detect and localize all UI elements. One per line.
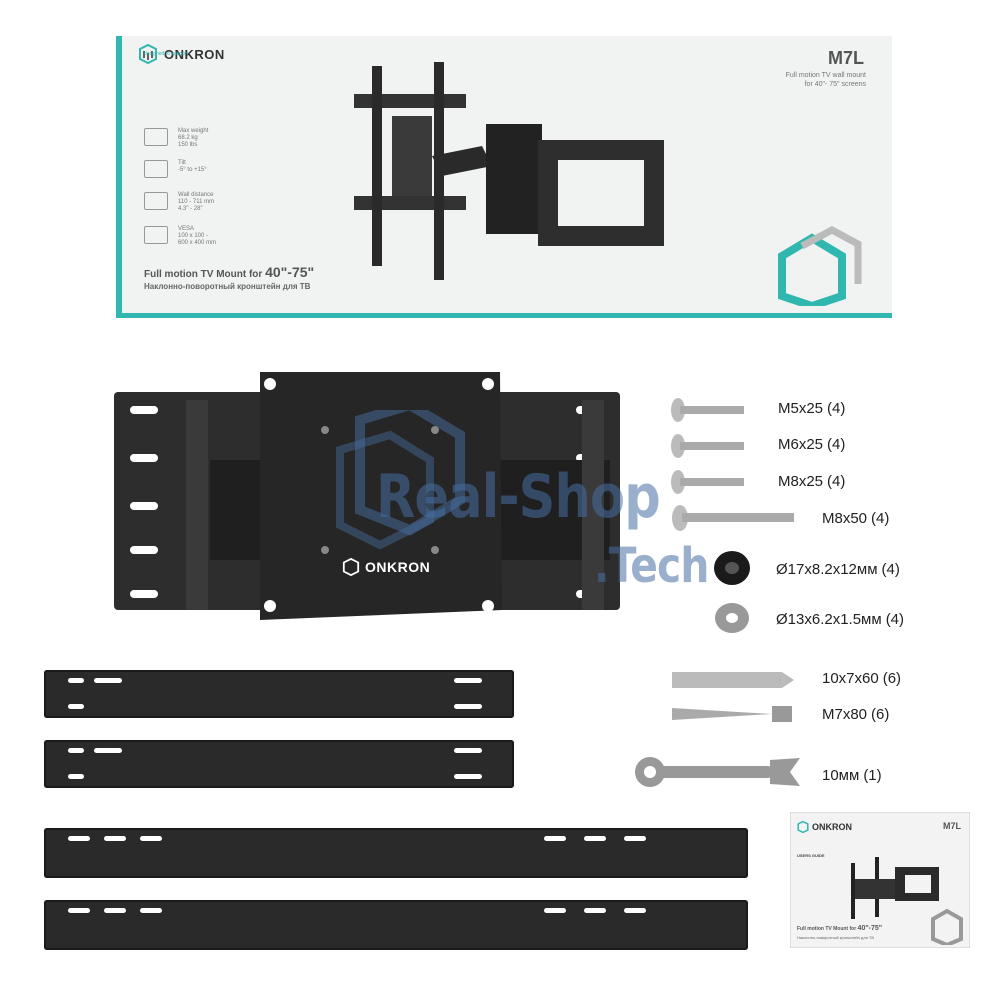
manual-logo: ONKRON [797, 821, 852, 833]
part-name: M8x25 [778, 473, 824, 490]
weight-icon [144, 128, 168, 146]
watermark-line1: Real-Shop [376, 462, 661, 532]
part-qty: (4) [827, 400, 846, 417]
box-title-prefix: Full motion TV Mount for [144, 269, 263, 280]
arm-assembly-photo [114, 372, 620, 620]
short-rail-1 [44, 670, 514, 718]
manual-illustration [851, 857, 939, 919]
spec-text: Max weight 68.2 kg 150 lbs [178, 128, 209, 148]
part-qty: (4) [885, 611, 905, 628]
box-logo: ONKRON [138, 44, 225, 64]
manual-brand: ONKRON [812, 822, 852, 832]
long-rail-2 [44, 900, 748, 950]
manual-model: M7L [943, 821, 961, 831]
spec-vesa: VESA 100 x 100 - 600 x 400 mm [144, 226, 264, 247]
product-box: ONKRON designed to support M7L Full moti… [116, 36, 892, 318]
short-rail-2 [44, 740, 514, 788]
manual-big-logo-icon [931, 908, 963, 945]
part-name: 10x7x60 [822, 670, 879, 687]
part-name: M6x25 [778, 436, 824, 453]
spec-wall-distance: Wall distance 110 - 711 mm 4.3" - 28" [144, 192, 264, 213]
part-label-m5x25: M5x25(4) [778, 400, 845, 417]
box-title-size: 40"-75" [265, 264, 315, 280]
part-name: M7x80 [822, 706, 868, 723]
part-name: Ø13x6.2x1.5мм [776, 611, 882, 628]
manual-title-prefix: Full motion TV Mount for [797, 926, 857, 932]
part-qty: (6) [871, 706, 890, 723]
spec-text: Wall distance 110 - 711 mm 4.3" - 28" [178, 192, 215, 212]
vesa-icon [144, 226, 168, 244]
part-label-lag-bolt: M7x80(6) [822, 706, 889, 723]
spacer-washer-illustration [714, 551, 750, 633]
wall-distance-icon [144, 192, 168, 210]
part-label-washer: Ø13x6.2x1.5мм(4) [776, 611, 904, 628]
box-brand: ONKRON [164, 46, 225, 62]
anchor-bolt-wrench-illustration [635, 672, 800, 787]
spec-text: Tilt -5° to +15° [178, 160, 207, 173]
onkron-logo-icon [797, 821, 809, 833]
part-qty: (4) [871, 510, 890, 527]
part-label-wrench: 10мм(1) [822, 767, 882, 784]
part-name: M5x25 [778, 400, 824, 417]
box-mount-illustration [354, 62, 664, 280]
spec-tilt: Tilt -5° to +15° [144, 160, 264, 178]
part-qty: (4) [827, 436, 846, 453]
manual-title: Full motion TV Mount for 40"-75" [797, 925, 882, 932]
box-title: Full motion TV Mount for 40"-75" [144, 264, 314, 280]
part-label-m6x25: M6x25(4) [778, 436, 845, 453]
tilt-icon [144, 160, 168, 178]
spec-weight: Max weight 68.2 kg 150 lbs [144, 128, 264, 149]
onkron-logo-icon [342, 558, 360, 576]
part-name: M8x50 [822, 510, 868, 527]
part-qty: (4) [881, 561, 900, 578]
watermark-line2: .Tech [594, 538, 709, 594]
plate-logo: ONKRON [342, 558, 430, 576]
watermark-hex-icon [336, 410, 465, 550]
plate-brand: ONKRON [365, 559, 431, 575]
screws-illustration [671, 398, 794, 531]
part-name: Ø17x8.2x12мм [776, 561, 878, 578]
part-qty: (1) [863, 767, 882, 784]
part-label-m8x25: M8x25(4) [778, 473, 845, 490]
part-qty: (4) [827, 473, 846, 490]
part-label-m8x50: M8x50(4) [822, 510, 889, 527]
onkron-logo-icon [139, 44, 157, 64]
box-description: Full motion TV wall mount for 40"- 75" s… [785, 72, 866, 88]
part-name: 10мм [822, 767, 860, 784]
manual-title-size: 40"-75" [857, 925, 883, 932]
part-label-spacer: Ø17x8.2x12мм(4) [776, 561, 900, 578]
long-rail-1 [44, 828, 748, 878]
box-tagline: designed to support [144, 51, 188, 57]
manual-subtitle: Наклонно-поворотный кронштейн для ТВ [797, 935, 875, 940]
user-manual: ONKRON M7L USERS GUIDE Full motion TV Mo… [790, 812, 970, 948]
part-label-anchor: 10x7x60(6) [822, 670, 901, 687]
box-model: M7L [828, 48, 864, 68]
box-subtitle: Наклонно-поворотный кронштейн для ТВ [144, 282, 311, 291]
spec-text: VESA 100 x 100 - 600 x 400 mm [178, 226, 217, 246]
box-big-logo-icon [778, 226, 862, 306]
manual-heading: USERS GUIDE [797, 853, 825, 858]
part-qty: (6) [882, 670, 902, 687]
